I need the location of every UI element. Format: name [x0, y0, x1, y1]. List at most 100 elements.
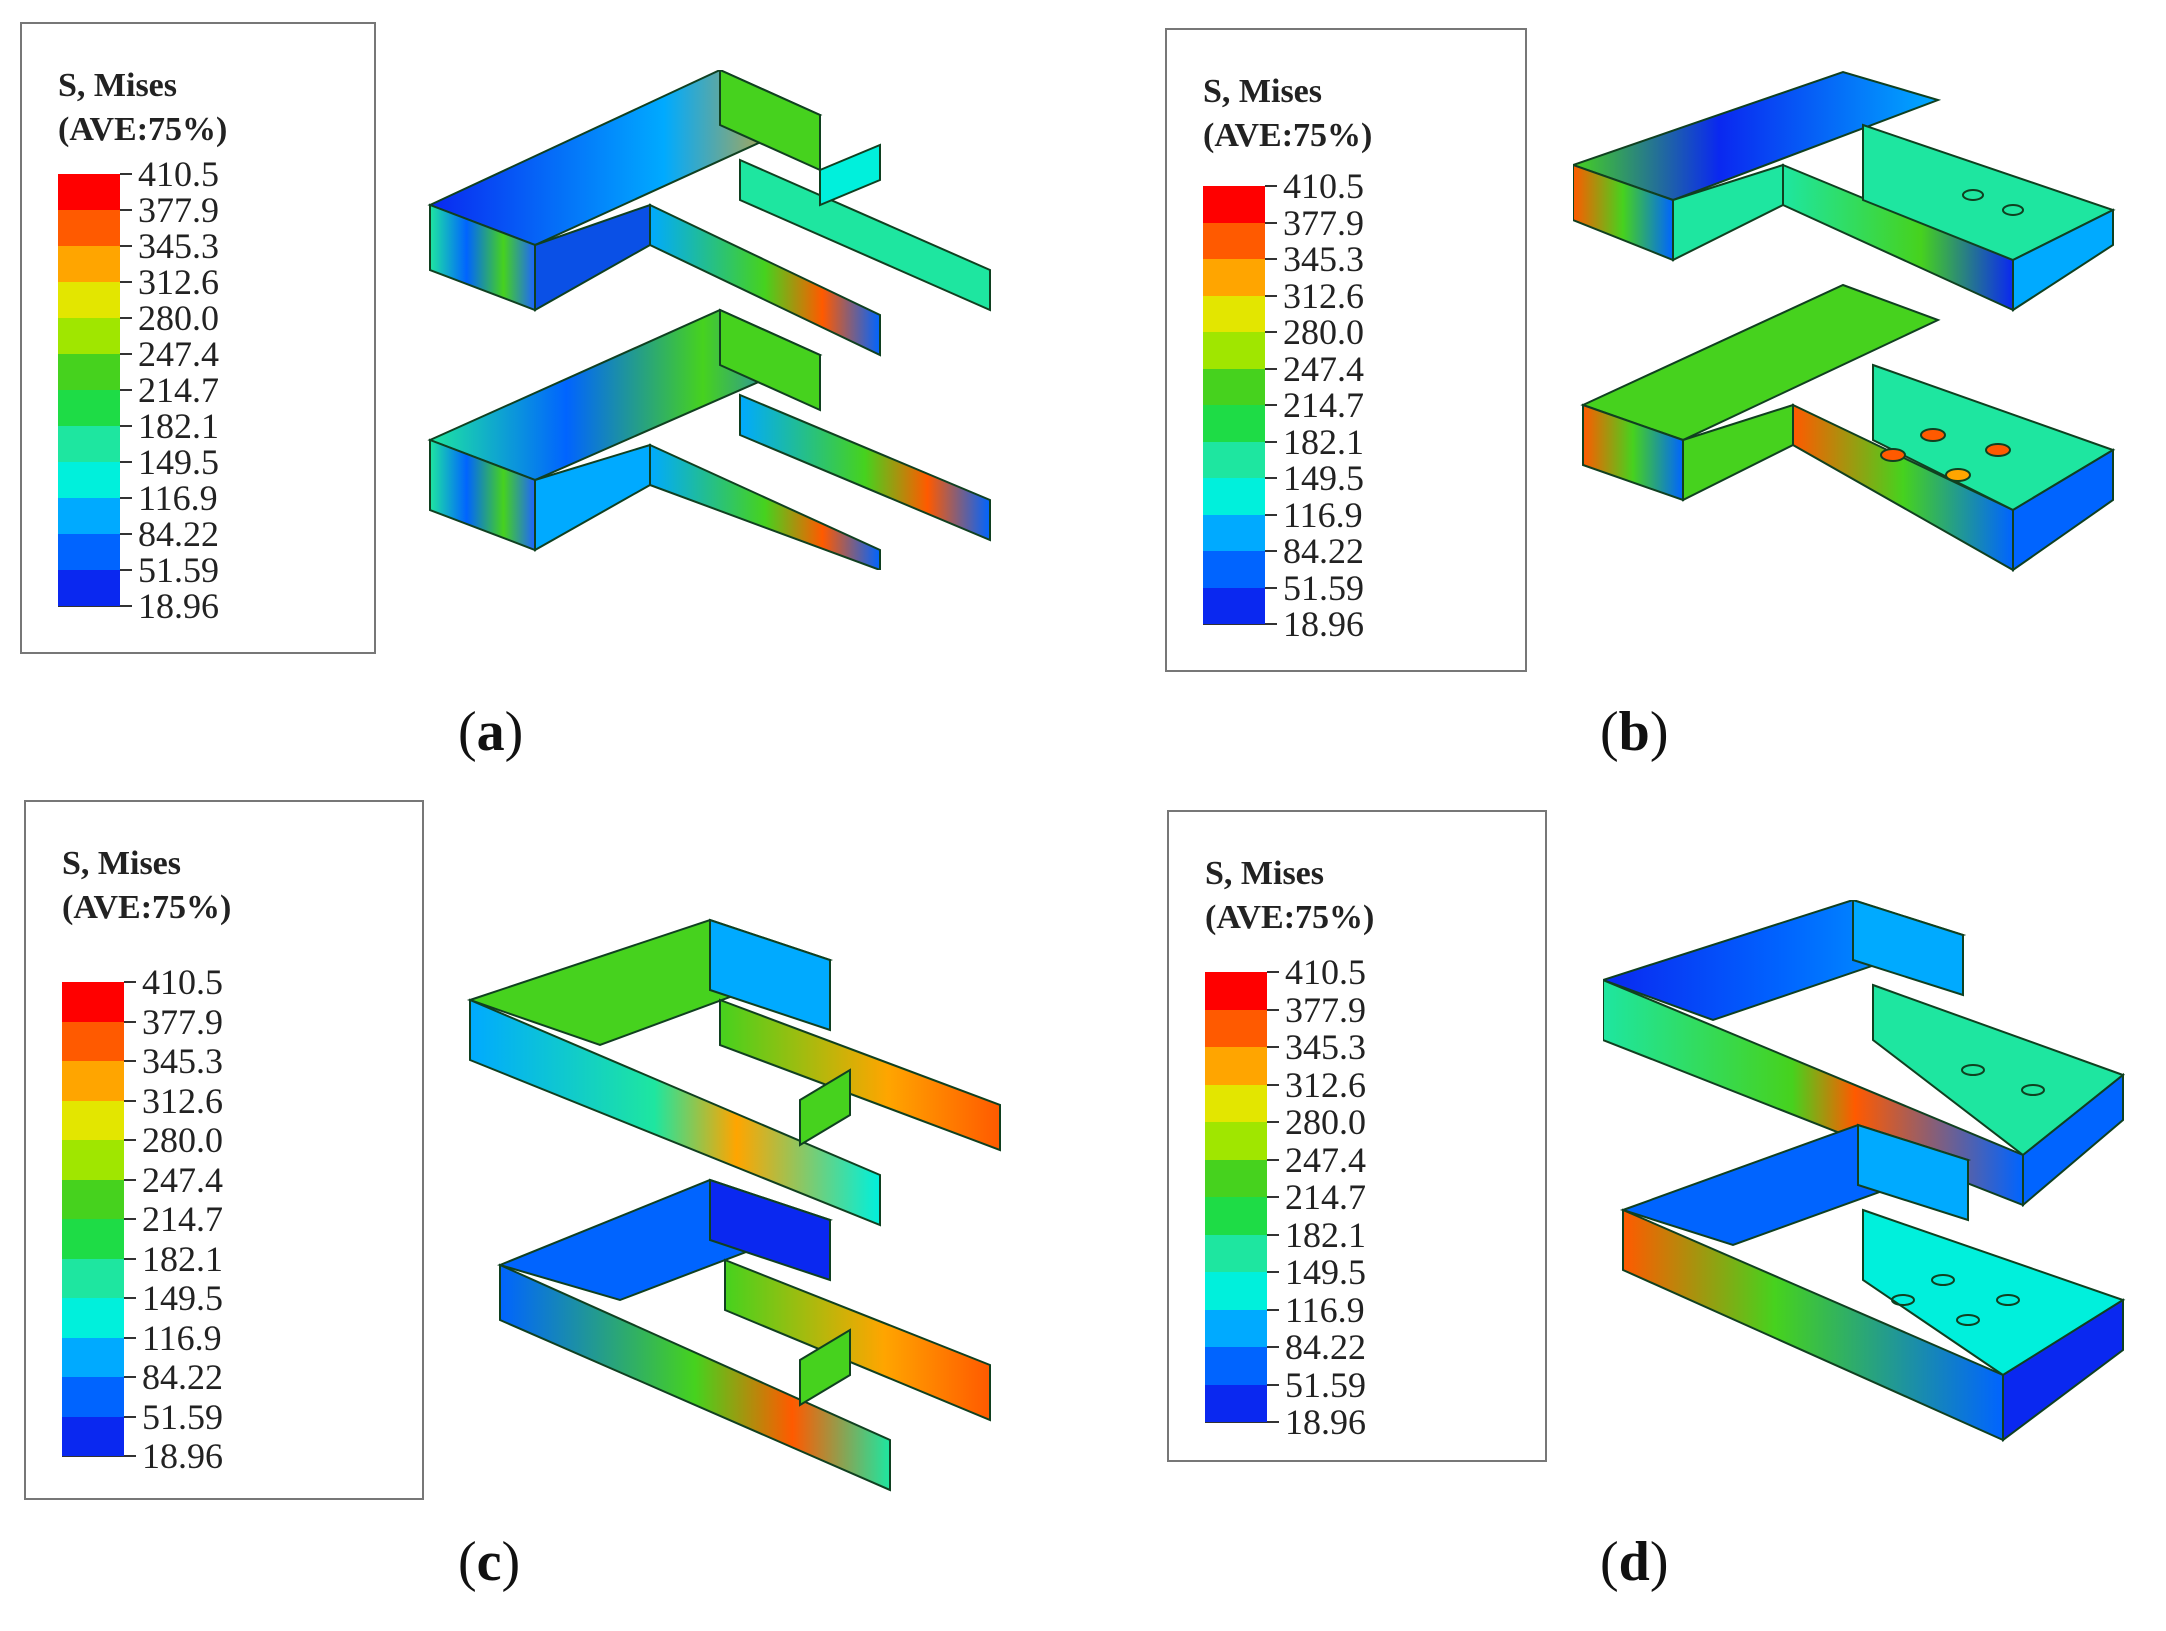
- tick-mark: [1265, 550, 1277, 552]
- tick-mark: [124, 1139, 136, 1141]
- legend-title: S, Mises: [62, 845, 181, 882]
- caption-letter: d: [1618, 1531, 1650, 1593]
- tick-mark: [124, 1099, 136, 1102]
- color-band: [1203, 295, 1265, 333]
- tick-label: 18.96: [1283, 604, 1364, 644]
- color-band: [58, 426, 120, 463]
- tick-mark: [1265, 331, 1277, 333]
- tick-label: 312.6: [142, 1080, 223, 1121]
- legend-title: S, Mises: [1203, 73, 1322, 110]
- tick-mark: [120, 497, 132, 499]
- tick-mark: [124, 1257, 136, 1260]
- tick-label: 182.1: [1283, 421, 1364, 462]
- tick-label: 312.6: [138, 262, 219, 302]
- color-band: [1203, 441, 1265, 479]
- tick-label: 214.7: [1283, 385, 1364, 425]
- tick-mark: [120, 173, 132, 175]
- caption-a: (a): [458, 701, 524, 763]
- caption-c: (c): [458, 1531, 521, 1593]
- tick-mark: [1267, 1346, 1279, 1348]
- tick-mark: [1267, 1121, 1279, 1123]
- tick-mark: [1265, 440, 1277, 443]
- color-band: [58, 282, 120, 319]
- color-band: [62, 1219, 124, 1260]
- legend-title: S, Mises: [58, 67, 177, 104]
- tick-mark: [1267, 1158, 1279, 1161]
- color-band: [62, 1337, 124, 1378]
- tick-mark: [124, 1336, 136, 1339]
- tick-label: 18.96: [142, 1436, 223, 1476]
- color-band: [62, 1179, 124, 1220]
- tick-label: 312.6: [1285, 1064, 1366, 1105]
- tick-mark: [124, 1178, 136, 1181]
- tick-mark: [124, 981, 136, 983]
- tick-mark: [1265, 367, 1277, 370]
- tick-mark: [1267, 1196, 1279, 1198]
- tick-label: 247.4: [1285, 1139, 1366, 1180]
- tick-label: 116.9: [138, 478, 218, 518]
- color-band: [1205, 1347, 1267, 1386]
- tick-label: 182.1: [1285, 1214, 1366, 1255]
- color-band: [1205, 1009, 1267, 1048]
- color-band: [62, 1140, 124, 1181]
- color-band: [1205, 1272, 1267, 1311]
- tick-mark: [120, 209, 132, 211]
- tick-label: 51.59: [1285, 1364, 1366, 1405]
- color-band: [58, 390, 120, 427]
- tick-mark: [1265, 258, 1277, 260]
- tick-label: 377.9: [1285, 989, 1366, 1030]
- tick-label: 377.9: [1283, 202, 1364, 243]
- tick-label: 280.0: [138, 298, 219, 338]
- tick-mark: [120, 605, 132, 607]
- tick-label: 247.4: [142, 1159, 223, 1200]
- tick-mark: [120, 389, 132, 391]
- tick-label: 149.5: [1283, 458, 1364, 498]
- tick-mark: [124, 1415, 136, 1418]
- tick-mark: [1267, 1421, 1279, 1423]
- tick-label: 51.59: [142, 1396, 223, 1437]
- tick-label: 345.3: [142, 1041, 223, 1081]
- tick-label: 116.9: [142, 1317, 222, 1358]
- color-band: [62, 1377, 124, 1418]
- color-band: [1203, 186, 1265, 224]
- tick-label: 312.6: [1283, 275, 1364, 316]
- tick-mark: [1267, 971, 1279, 973]
- color-band: [1203, 478, 1265, 516]
- color-band: [1205, 1197, 1267, 1236]
- color-band: [1203, 514, 1265, 552]
- tick-mark: [124, 1218, 136, 1220]
- color-band: [62, 1061, 124, 1102]
- tick-mark: [1265, 404, 1277, 406]
- caption-b: (b): [1600, 701, 1669, 763]
- tick-label: 410.5: [142, 962, 223, 1002]
- tick-mark: [1265, 623, 1277, 625]
- tick-label: 51.59: [138, 550, 219, 590]
- tick-mark: [120, 569, 132, 571]
- color-band: [58, 462, 120, 499]
- tick-label: 377.9: [138, 190, 219, 230]
- tick-mark: [124, 1376, 136, 1378]
- color-band: [1205, 1047, 1267, 1086]
- tick-mark: [1265, 185, 1277, 187]
- tick-label: 116.9: [1285, 1289, 1365, 1330]
- legend-subtitle: (AVE:75%): [1205, 899, 1375, 936]
- tick-mark: [120, 245, 132, 247]
- caption-letter: b: [1618, 701, 1650, 763]
- color-band: [58, 354, 120, 391]
- tick-mark: [120, 425, 132, 427]
- tick-mark: [120, 461, 132, 463]
- color-band: [62, 1021, 124, 1062]
- tick-mark: [1267, 1083, 1279, 1086]
- color-band: [62, 1298, 124, 1339]
- tick-mark: [120, 353, 132, 355]
- color-band: [1203, 332, 1265, 370]
- color-band: [1205, 1384, 1267, 1423]
- color-band: [62, 1416, 124, 1457]
- tick-label: 18.96: [1285, 1402, 1366, 1442]
- color-band: [1205, 1159, 1267, 1198]
- tick-mark: [1265, 513, 1277, 516]
- tick-label: 410.5: [138, 154, 219, 194]
- tick-label: 410.5: [1283, 166, 1364, 206]
